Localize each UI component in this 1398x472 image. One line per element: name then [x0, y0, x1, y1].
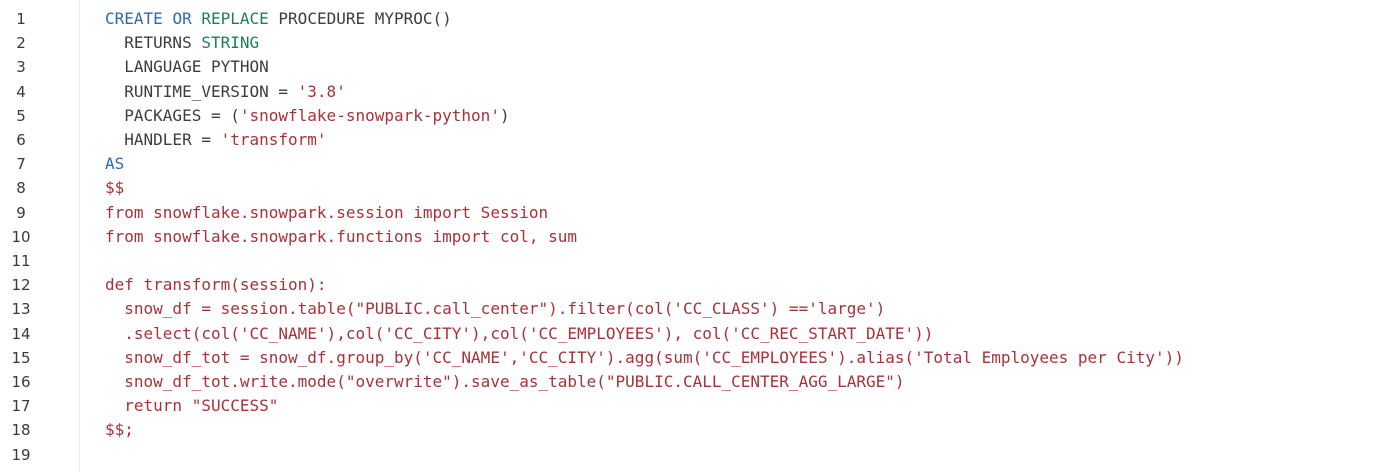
- code-token: snow_df_tot = snow_df.group_by('CC_NAME'…: [105, 347, 1184, 367]
- code-token: STRING: [201, 33, 260, 53]
- code-line[interactable]: 17 return "SUCCESS": [0, 394, 1398, 418]
- code-token: PROCEDURE MYPROC(): [268, 9, 452, 28]
- code-line[interactable]: 14 .select(col('CC_NAME'),col('CC_CITY')…: [0, 322, 1398, 346]
- code-line[interactable]: 11: [0, 249, 1398, 273]
- line-code: snow_df = session.table("PUBLIC.call_cen…: [105, 297, 885, 321]
- code-line[interactable]: 10 from snowflake.snowpark.functions impo…: [0, 225, 1398, 249]
- code-line[interactable]: 6 HANDLER = 'transform': [0, 128, 1398, 152]
- code-token: AS: [105, 154, 125, 174]
- line-code: RETURNS STRING: [105, 31, 259, 55]
- line-number: 11: [11, 252, 31, 270]
- code-line[interactable]: 9 from snowflake.snowpark.session import …: [0, 201, 1398, 225]
- code-token: [192, 9, 202, 28]
- line-number: 6: [16, 131, 26, 149]
- code-line[interactable]: 1 CREATE OR REPLACE PROCEDURE MYPROC(): [0, 7, 1398, 31]
- code-line[interactable]: 19: [0, 443, 1398, 467]
- code-line[interactable]: 16 snow_df_tot.write.mode("overwrite").s…: [0, 370, 1398, 394]
- line-code: snow_df_tot.write.mode("overwrite").save…: [105, 370, 905, 394]
- line-number: 18: [11, 421, 31, 440]
- line-code: from snowflake.snowpark.functions import…: [105, 225, 577, 249]
- line-number: 1: [16, 10, 26, 28]
- code-token: '3.8': [297, 81, 346, 101]
- line-number: 9: [16, 203, 26, 222]
- code-line[interactable]: 15 snow_df_tot = snow_df.group_by('CC_NA…: [0, 346, 1398, 370]
- code-token: HANDLER =: [105, 130, 221, 149]
- line-number: 14: [11, 324, 31, 343]
- code-token: $$;: [105, 420, 134, 440]
- code-token: .select(col('CC_NAME'),col('CC_CITY'),co…: [105, 323, 934, 343]
- code-line[interactable]: 7 AS: [0, 152, 1398, 176]
- line-code: def transform(session):: [105, 273, 327, 297]
- line-code: CREATE OR REPLACE PROCEDURE MYPROC(): [105, 7, 452, 31]
- code-token: snow_df_tot.write.mode("overwrite").save…: [105, 372, 905, 391]
- code-line[interactable]: 3 LANGUAGE PYTHON: [0, 55, 1398, 79]
- line-number: 8: [16, 179, 26, 198]
- line-number: 7: [16, 155, 26, 174]
- line-number: 4: [16, 82, 26, 101]
- line-code: from snowflake.snowpark.session import S…: [105, 201, 548, 225]
- code-token: $$: [105, 178, 125, 198]
- code-line[interactable]: 5 PACKAGES = ('snowflake-snowpark-python…: [0, 104, 1398, 128]
- line-number: 15: [11, 348, 31, 367]
- code-token: RETURNS: [105, 33, 202, 53]
- line-code: .select(col('CC_NAME'),col('CC_CITY'),co…: [105, 322, 933, 346]
- line-number-gutter: [0, 0, 80, 472]
- code-line[interactable]: 4 RUNTIME_VERSION = '3.8': [0, 80, 1398, 104]
- code-token: [163, 9, 173, 28]
- code-token: snow_df = session.table("PUBLIC.call_cen…: [105, 299, 886, 319]
- code-token: 'snowflake-snowpark-python': [239, 105, 500, 125]
- code-token: PACKAGES = (: [105, 105, 240, 125]
- code-token: LANGUAGE PYTHON: [105, 57, 269, 77]
- line-code: $$: [105, 176, 124, 200]
- code-token: from snowflake.snowpark.functions import…: [105, 226, 578, 246]
- line-number: 16: [11, 373, 31, 391]
- line-number: 5: [16, 106, 26, 125]
- line-code: snow_df_tot = snow_df.group_by('CC_NAME'…: [105, 346, 1184, 370]
- code-token: REPLACE: [201, 9, 269, 28]
- code-token: from snowflake.snowpark.session import S…: [105, 202, 549, 222]
- line-number: 17: [11, 397, 31, 416]
- line-number: 12: [11, 276, 31, 295]
- code-line[interactable]: 12 def transform(session):: [0, 273, 1398, 297]
- line-number: 2: [16, 34, 26, 53]
- code-line[interactable]: 8 $$: [0, 176, 1398, 200]
- code-token: OR: [172, 9, 192, 28]
- line-number: 10: [11, 227, 31, 246]
- line-code: return "SUCCESS": [105, 394, 278, 418]
- code-token: ): [499, 105, 510, 125]
- code-token: return "SUCCESS": [105, 396, 279, 416]
- code-token: RUNTIME_VERSION =: [105, 81, 298, 101]
- code-line[interactable]: 2 RETURNS STRING: [0, 31, 1398, 55]
- line-code: HANDLER = 'transform': [105, 128, 327, 152]
- code-line[interactable]: 13 snow_df = session.table("PUBLIC.call_…: [0, 297, 1398, 321]
- line-code: AS: [105, 152, 124, 176]
- line-code: LANGUAGE PYTHON: [105, 55, 269, 79]
- line-number: 13: [11, 300, 31, 319]
- line-code: RUNTIME_VERSION = '3.8': [105, 80, 346, 104]
- code-line[interactable]: 18 $$;: [0, 418, 1398, 442]
- line-number: 3: [16, 58, 26, 77]
- code-token: CREATE: [105, 9, 163, 28]
- line-code: PACKAGES = ('snowflake-snowpark-python'): [105, 104, 510, 128]
- code-token: 'transform': [220, 130, 327, 149]
- line-number: 19: [11, 445, 31, 464]
- line-code: $$;: [105, 418, 134, 442]
- code-token: def transform(session):: [105, 275, 327, 295]
